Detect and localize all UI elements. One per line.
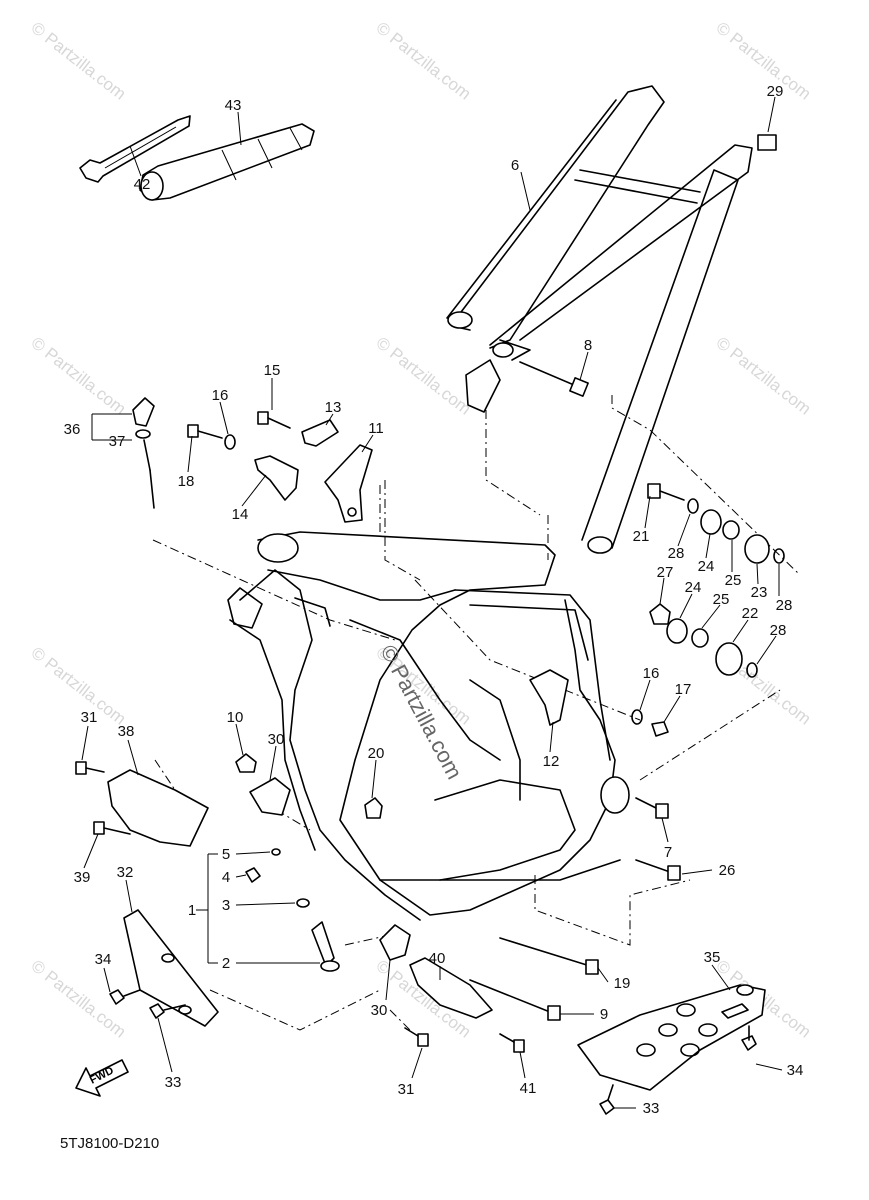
part-chain-guide-38: [75, 761, 209, 847]
part-rear-subframe-6: [446, 85, 753, 554]
callout-27: 27: [657, 564, 674, 581]
callout-2: 2: [222, 955, 230, 972]
part-bracket-12: [529, 669, 669, 737]
part-collars-10-20-30: [235, 753, 383, 819]
callout-17: 17: [675, 681, 692, 698]
callout-31: 31: [81, 709, 98, 726]
callout-12: 12: [543, 753, 560, 770]
callout-25: 25: [725, 572, 742, 589]
part-bolts-15-16-18: [187, 411, 291, 450]
callout-7: 7: [664, 844, 672, 861]
callout-28: 28: [668, 545, 685, 562]
callout-34: 34: [787, 1062, 804, 1079]
leader-dash-lines: [152, 395, 801, 1031]
callout-41: 41: [520, 1080, 537, 1097]
watermark-layer: © Partzilla.com © Partzilla.com © Partzi…: [28, 18, 815, 1042]
part-engine-mount-hardware: [647, 483, 785, 678]
callout-23: 23: [751, 584, 768, 601]
callout-33: 33: [165, 1074, 182, 1091]
callout-22: 22: [742, 605, 759, 622]
callout-6: 6: [511, 157, 519, 174]
watermark: © Partzilla.com: [28, 333, 130, 419]
callout-15: 15: [264, 362, 281, 379]
callout-10: 10: [227, 709, 244, 726]
part-guard-40: [379, 924, 525, 1053]
callout-16: 16: [212, 387, 229, 404]
part-breather-36-37: [132, 397, 155, 509]
callout-8: 8: [584, 337, 592, 354]
callout-28: 28: [770, 622, 787, 639]
diagram-code: 5TJ8100-D210: [60, 1135, 159, 1152]
callout-14: 14: [232, 506, 249, 523]
part-plate-32: [109, 909, 219, 1027]
callout-42: 42: [134, 176, 151, 193]
part-brackets-11-13-14: [254, 419, 373, 523]
watermark: © Partzilla.com: [373, 333, 475, 419]
callout-13: 13: [325, 399, 342, 416]
callout-43: 43: [225, 97, 242, 114]
callout-11: 11: [368, 420, 384, 437]
callout-19: 19: [614, 975, 631, 992]
callout-39: 39: [74, 869, 91, 886]
callout-32: 32: [117, 864, 134, 881]
callout-4: 4: [222, 869, 230, 886]
part-wrench-42: [79, 115, 191, 183]
callout-21: 21: [633, 528, 650, 545]
part-skid-plate-35: [577, 984, 766, 1115]
callout-40: 40: [429, 950, 446, 967]
part-bolts-7-26: [635, 797, 681, 881]
callout-28: 28: [776, 597, 793, 614]
callout-35: 35: [704, 949, 721, 966]
callout-3: 3: [222, 897, 230, 914]
watermark: © Partzilla.com: [28, 643, 130, 729]
callout-leaders: [81, 96, 783, 1109]
watermark: © Partzilla.com: [28, 18, 130, 104]
callout-24: 24: [685, 579, 702, 596]
callout-9: 9: [600, 1006, 608, 1023]
part-socket-tool-43: [139, 123, 315, 201]
callout-1: 1: [188, 902, 196, 919]
callout-36: 36: [64, 421, 81, 438]
callout-26: 26: [719, 862, 736, 879]
callout-38: 38: [118, 723, 135, 740]
callout-29: 29: [767, 83, 784, 100]
fwd-arrow-icon: FWD: [75, 1059, 129, 1097]
callout-30: 30: [371, 1002, 388, 1019]
callout-20: 20: [368, 745, 385, 762]
callout-31: 31: [398, 1081, 415, 1098]
part-drain-assembly-1-5: [245, 848, 340, 972]
watermark: © Partzilla.com: [713, 18, 815, 104]
callout-labels: 42 43 6 29 8 15 16 13 11 18 14 36 37 21 …: [64, 83, 804, 1117]
callout-18: 18: [178, 473, 195, 490]
part-long-bolts-19-9: [469, 937, 599, 1021]
watermark: © Partzilla.com: [373, 18, 475, 104]
callout-5: 5: [222, 846, 230, 863]
part-bolt-8: [519, 361, 589, 397]
watermark: © Partzilla.com: [713, 333, 815, 419]
part-main-frame: [227, 531, 630, 921]
callout-37: 37: [109, 433, 126, 450]
callout-30: 30: [268, 731, 285, 748]
callout-33: 33: [643, 1100, 660, 1117]
callout-16: 16: [643, 665, 660, 682]
part-clip-29: [757, 134, 777, 151]
callout-34: 34: [95, 951, 112, 968]
callout-24: 24: [698, 558, 715, 575]
callout-25: 25: [713, 591, 730, 608]
